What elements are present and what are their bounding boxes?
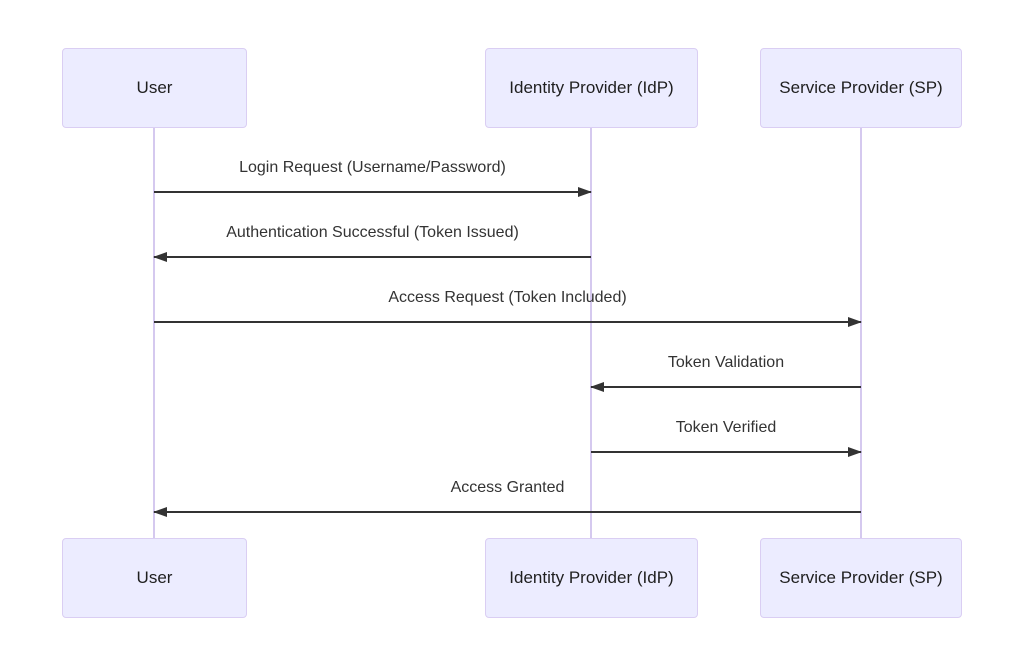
message-label-auth-successful: Authentication Successful (Token Issued) <box>226 224 519 241</box>
lifeline-sp <box>860 128 862 538</box>
actor-box-idp-top: Identity Provider (IdP) <box>485 48 698 128</box>
lifeline-idp <box>590 128 592 538</box>
actor-box-user-top: User <box>62 48 247 128</box>
arrowhead-right-icon <box>848 447 862 457</box>
arrowhead-right-icon <box>578 187 592 197</box>
actor-label-sp: Service Provider (SP) <box>779 568 943 587</box>
actor-box-sp-bottom: Service Provider (SP) <box>760 538 962 618</box>
message-line <box>591 447 862 457</box>
arrowhead-left-icon <box>153 507 167 517</box>
actor-label-sp: Service Provider (SP) <box>779 78 943 97</box>
message-label-token-validation: Token Validation <box>667 354 785 371</box>
message-label-access-granted: Access Granted <box>450 479 565 496</box>
actor-label-idp: Identity Provider (IdP) <box>509 78 674 97</box>
arrowhead-left-icon <box>153 252 167 262</box>
actor-label-user: User <box>136 78 173 97</box>
message-line <box>154 187 592 197</box>
actor-box-idp-bottom: Identity Provider (IdP) <box>485 538 698 618</box>
message-line <box>153 252 591 262</box>
arrowhead-left-icon <box>590 382 604 392</box>
message-line <box>153 507 861 517</box>
message-line <box>154 317 862 327</box>
message-label-login-request: Login Request (Username/Password) <box>239 159 506 176</box>
actor-box-user-bottom: User <box>62 538 247 618</box>
actor-box-sp-top: Service Provider (SP) <box>760 48 962 128</box>
actor-label-user: User <box>136 568 173 587</box>
message-label-token-verified: Token Verified <box>675 419 777 436</box>
actor-label-idp: Identity Provider (IdP) <box>509 568 674 587</box>
message-label-access-request: Access Request (Token Included) <box>388 289 627 306</box>
lifeline-user <box>153 128 155 538</box>
message-line <box>590 382 861 392</box>
arrowhead-right-icon <box>848 317 862 327</box>
